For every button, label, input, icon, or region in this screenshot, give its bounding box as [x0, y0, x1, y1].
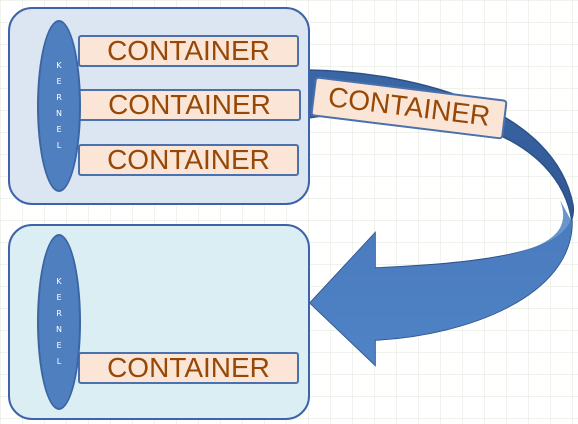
source-kernel-label: K E R N E L	[56, 61, 62, 150]
destination-kernel-label: K E R N E L	[56, 277, 62, 366]
source-kernel: K E R N E L	[37, 20, 81, 192]
source-container-2: CONTAINER	[78, 89, 301, 121]
destination-container: CONTAINER	[78, 352, 299, 384]
source-container-3: CONTAINER	[78, 144, 299, 176]
destination-kernel: K E R N E L	[37, 234, 81, 410]
source-container-1: CONTAINER	[78, 35, 299, 67]
migration-arrow-highlight	[310, 200, 572, 365]
